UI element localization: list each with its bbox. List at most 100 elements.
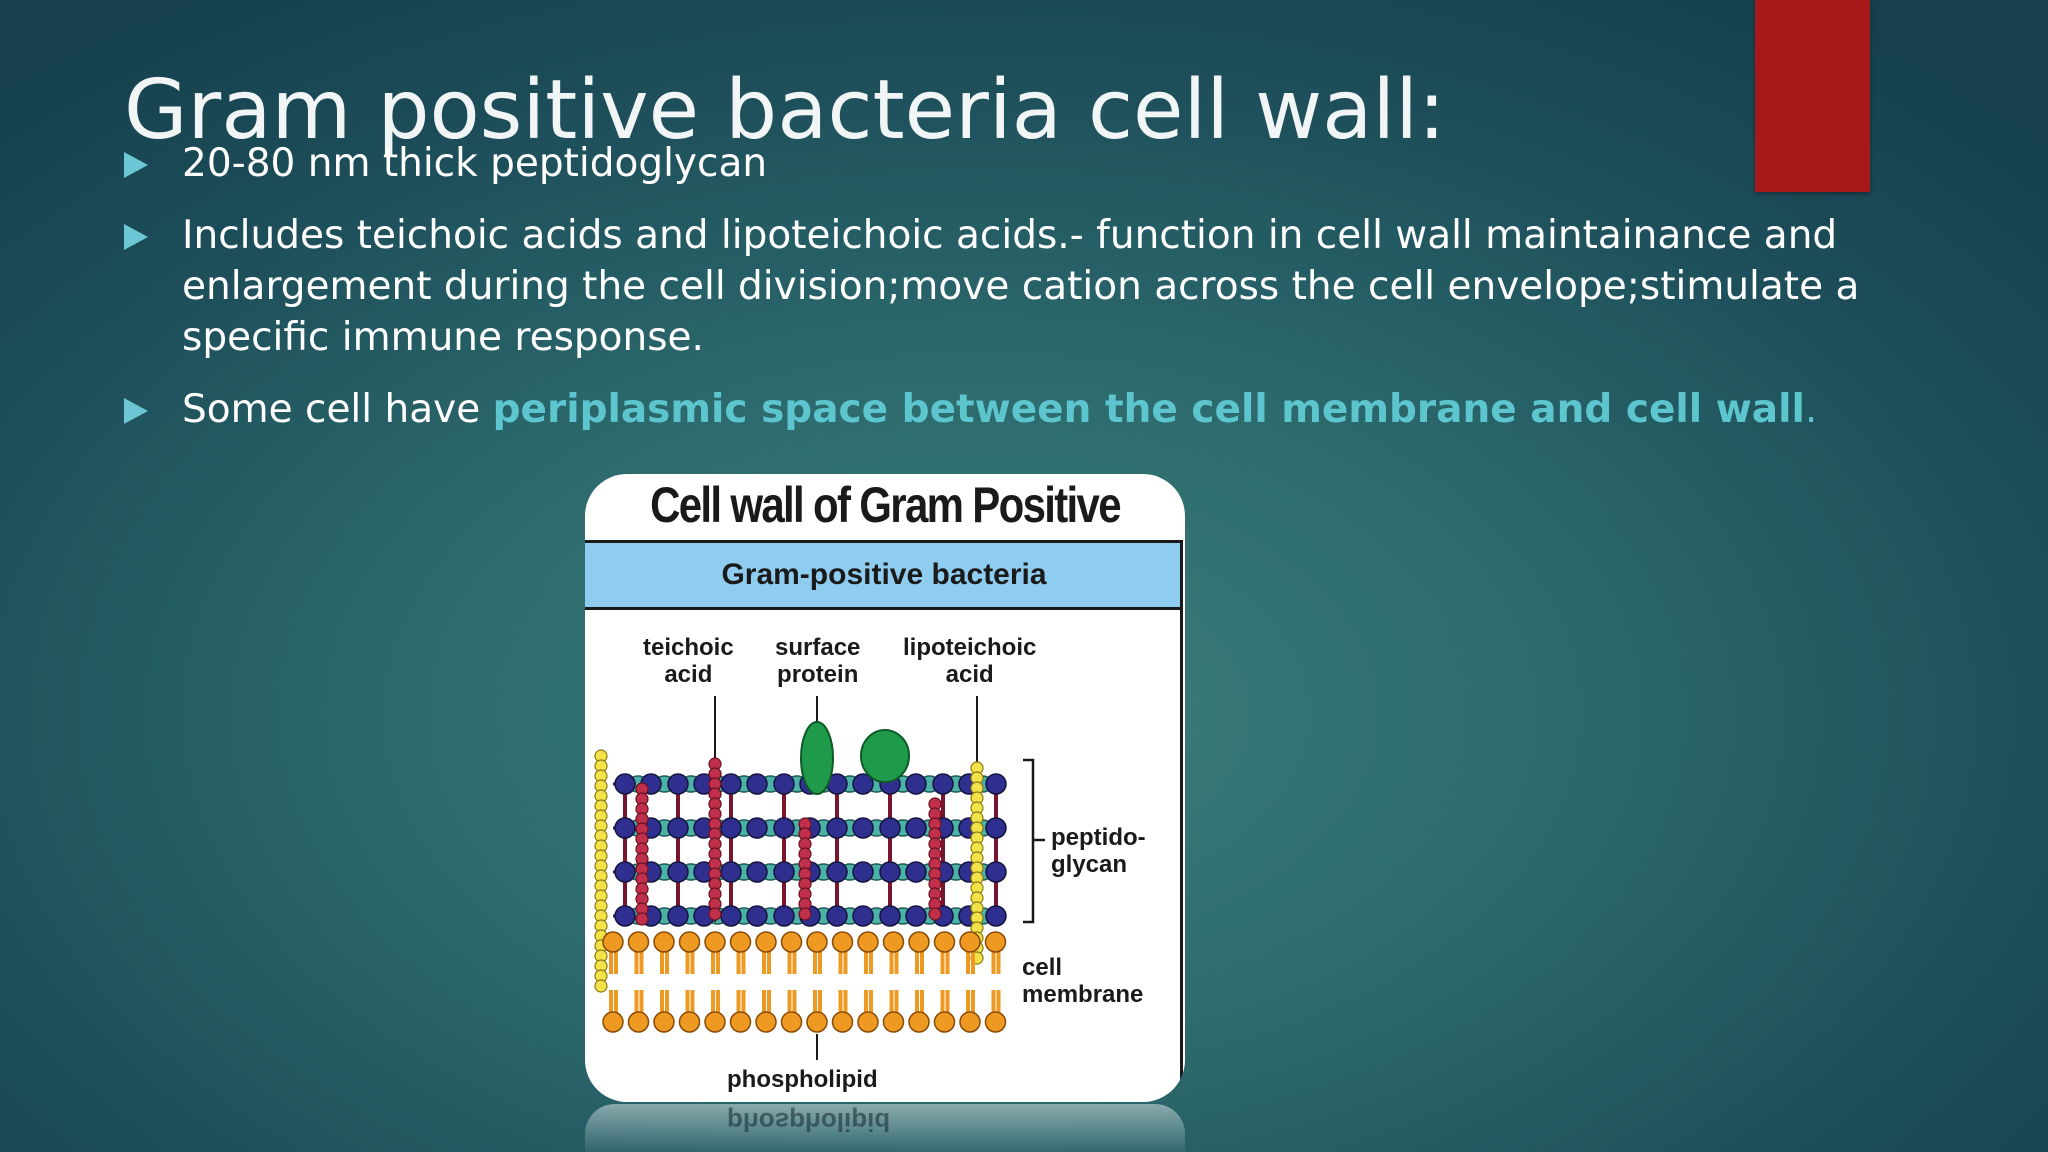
lipid-head bbox=[704, 931, 726, 953]
diagram-border bbox=[1180, 540, 1183, 1080]
nam-node bbox=[773, 773, 795, 795]
lipid-head bbox=[959, 931, 981, 953]
bullet-list: 20-80 nm thick peptidoglycan Includes te… bbox=[124, 138, 1954, 456]
label-peptidoglycan: peptido- glycan bbox=[1051, 824, 1146, 878]
lipoteichoic-bead bbox=[594, 979, 608, 993]
lipid-head bbox=[780, 931, 803, 953]
surface-protein bbox=[800, 721, 834, 795]
nam-node bbox=[905, 861, 927, 883]
nam-node bbox=[773, 905, 795, 927]
bullet-text: Includes teichoic acids and lipoteichoic… bbox=[182, 213, 1860, 360]
lipid-head bbox=[831, 931, 854, 953]
label-phospholipid: phospholipid bbox=[727, 1066, 878, 1093]
lipid-head bbox=[678, 931, 701, 953]
nam-node bbox=[985, 861, 1007, 883]
nam-node bbox=[746, 773, 768, 795]
nam-node bbox=[720, 861, 742, 883]
lipid-head bbox=[857, 931, 879, 953]
peptidoglycan-bracket bbox=[1023, 758, 1035, 924]
lipid-head bbox=[602, 1011, 624, 1033]
diagram-title: Cell wall of Gram Positive bbox=[650, 477, 1122, 533]
cell-wall-diagram: Cell wall of Gram Positive Gram-positive… bbox=[585, 474, 1185, 1102]
triangle-bullet-icon bbox=[124, 224, 148, 250]
surface-protein bbox=[860, 729, 910, 783]
nam-node bbox=[614, 773, 636, 795]
teichoic-bead bbox=[928, 907, 942, 921]
nam-node bbox=[667, 817, 689, 839]
bullet-text: Some cell have bbox=[182, 387, 493, 432]
nam-node bbox=[667, 861, 689, 883]
nam-node bbox=[826, 905, 848, 927]
nam-node bbox=[932, 773, 954, 795]
nam-node bbox=[879, 861, 901, 883]
lipid-head bbox=[933, 1011, 956, 1033]
lipid-head bbox=[933, 931, 956, 953]
nam-node bbox=[905, 817, 927, 839]
nam-node bbox=[746, 861, 768, 883]
nam-node bbox=[985, 773, 1007, 795]
lipid-head bbox=[602, 931, 624, 953]
nam-node bbox=[985, 817, 1007, 839]
nam-node bbox=[826, 817, 848, 839]
lipid-head bbox=[627, 1011, 650, 1033]
bullet-period: . bbox=[1804, 387, 1818, 432]
lipid-head bbox=[882, 931, 905, 953]
bullet-item: 20-80 nm thick peptidoglycan bbox=[124, 138, 1954, 189]
lipid-head bbox=[984, 1011, 1007, 1033]
teichoic-bead bbox=[635, 912, 649, 926]
nam-node bbox=[614, 861, 636, 883]
lipid-head bbox=[729, 1011, 752, 1033]
nam-node bbox=[852, 773, 874, 795]
label-lipoteichoic-acid: lipoteichoic acid bbox=[903, 634, 1037, 688]
nam-node bbox=[720, 817, 742, 839]
bullet-item: Some cell have periplasmic space between… bbox=[124, 384, 1954, 435]
cell-wall-illustration bbox=[594, 696, 1045, 1060]
label-cell-membrane: cell membrane bbox=[1022, 954, 1144, 1008]
accent-bar bbox=[1755, 0, 1870, 192]
nam-node bbox=[826, 861, 848, 883]
nam-node bbox=[879, 817, 901, 839]
lipid-head bbox=[831, 1011, 854, 1033]
lipid-head bbox=[984, 931, 1007, 953]
lipid-head bbox=[627, 931, 650, 953]
nam-node bbox=[852, 817, 874, 839]
lipid-head bbox=[755, 1011, 777, 1033]
lipid-head bbox=[806, 931, 828, 953]
nam-node bbox=[773, 817, 795, 839]
lipid-head bbox=[882, 1011, 905, 1033]
nam-node bbox=[614, 817, 636, 839]
slide-title: Gram positive bacteria cell wall: bbox=[124, 62, 1446, 158]
nam-node bbox=[746, 817, 768, 839]
diagram-header: Gram-positive bacteria bbox=[585, 540, 1183, 610]
nam-node bbox=[905, 905, 927, 927]
diagram-reflection: phospholipid bbox=[585, 1104, 1185, 1152]
nam-node bbox=[852, 905, 874, 927]
lipid-head bbox=[959, 1011, 981, 1033]
nam-node bbox=[720, 773, 742, 795]
nam-node bbox=[773, 861, 795, 883]
lipid-head bbox=[806, 1011, 828, 1033]
nam-node bbox=[667, 773, 689, 795]
lipid-head bbox=[704, 1011, 726, 1033]
lipid-head bbox=[755, 931, 777, 953]
nam-node bbox=[879, 905, 901, 927]
reflection-text: phospholipid bbox=[727, 1107, 891, 1137]
lipid-head bbox=[729, 931, 752, 953]
nam-node bbox=[852, 861, 874, 883]
triangle-bullet-icon bbox=[124, 398, 148, 424]
triangle-bullet-icon bbox=[124, 152, 148, 178]
bullet-text: 20-80 nm thick peptidoglycan bbox=[182, 141, 768, 186]
lipid-head bbox=[908, 931, 930, 953]
nam-node bbox=[720, 905, 742, 927]
nam-node bbox=[667, 905, 689, 927]
lipid-head bbox=[857, 1011, 879, 1033]
lipid-head bbox=[653, 931, 675, 953]
nam-node bbox=[905, 773, 927, 795]
teichoic-bead bbox=[708, 907, 722, 921]
label-surface-protein: surface protein bbox=[775, 634, 861, 688]
lipid-head bbox=[678, 1011, 701, 1033]
lipid-head bbox=[908, 1011, 930, 1033]
nam-node bbox=[746, 905, 768, 927]
nam-node bbox=[985, 905, 1007, 927]
teichoic-bead bbox=[798, 907, 812, 921]
